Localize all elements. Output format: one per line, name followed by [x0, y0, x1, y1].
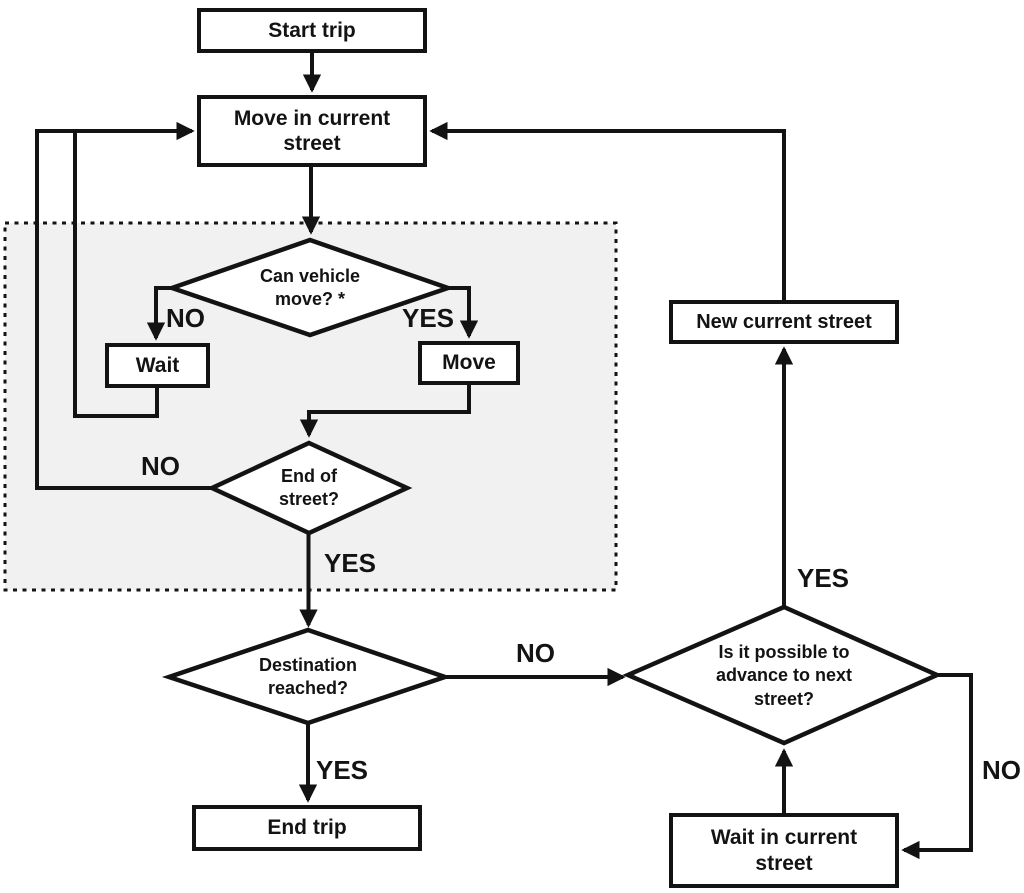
node-wait-in-current-street: Wait in current street	[669, 813, 899, 888]
node-move: Move	[418, 341, 520, 385]
edge-can-move-yes-to-move	[448, 286, 479, 339]
decision-end-of-street	[206, 440, 413, 536]
branch-label-can-move-yes: YES	[402, 303, 455, 333]
edge-advance-no-to-wait-street	[901, 673, 973, 860]
node-start-trip: Start trip	[197, 8, 427, 53]
edge-wait-loop-back	[73, 133, 159, 418]
node-new-current-street: New current street	[669, 300, 899, 344]
branch-label-destination-no: NO	[516, 638, 555, 668]
edge-end-street-no-to-move-street	[35, 121, 212, 490]
branch-label-advance-no: NO	[982, 755, 1021, 785]
branch-label-can-move-no: NO	[166, 303, 205, 333]
decision-can-vehicle-move-label: Can vehicle move? *	[259, 265, 361, 309]
decision-can-vehicle-move	[165, 237, 455, 338]
decision-advance-next-street	[622, 604, 943, 746]
decision-end-of-street-label: End of street?	[278, 465, 340, 509]
edge-move-to-end-street	[299, 385, 471, 438]
edge-new-street-to-move-street	[429, 121, 786, 300]
node-end-trip: End trip	[192, 805, 422, 851]
decision-destination-reached	[161, 627, 453, 726]
node-wait: Wait	[105, 343, 210, 388]
branch-label-destination-yes: YES	[316, 755, 369, 785]
decision-destination-reached-label: Destination reached?	[258, 654, 357, 698]
branch-label-end-street-yes: YES	[324, 548, 377, 578]
decision-advance-next-street-label: Is it possible to advance to next street…	[715, 641, 853, 709]
branch-label-end-street-no: NO	[141, 451, 180, 481]
node-move-in-current-street: Move in current street	[197, 95, 427, 167]
branch-label-advance-yes: YES	[797, 563, 850, 593]
